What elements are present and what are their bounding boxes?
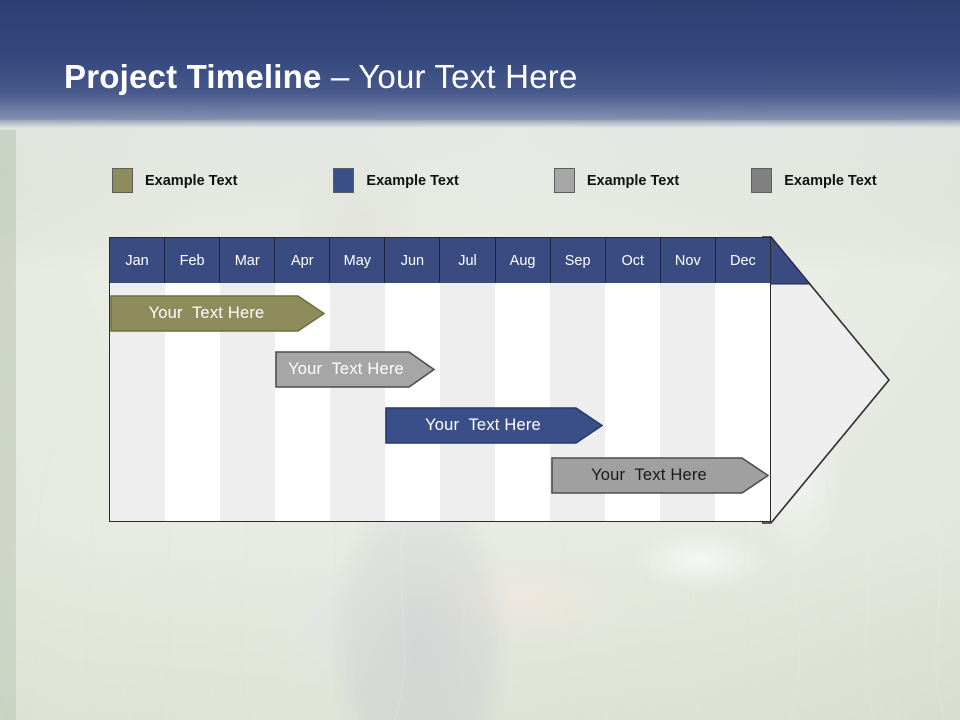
month-header-may[interactable]: May <box>330 238 386 283</box>
month-header-jan[interactable]: Jan <box>110 238 166 283</box>
page-title-light: Your Text Here <box>358 58 578 95</box>
month-header-mar[interactable]: Mar <box>220 238 276 283</box>
task-bar-4-label: Your Text Here <box>591 466 707 484</box>
legend-swatch-blue <box>333 168 355 193</box>
legend-item-1[interactable]: Example Text <box>112 168 237 193</box>
page-title-strong: Project Timeline <box>64 58 322 95</box>
grid-col-jul <box>440 283 495 521</box>
timeline-grid-body <box>110 283 770 521</box>
month-header-dec[interactable]: Dec <box>715 238 770 283</box>
legend-swatch-dark-gray <box>751 168 773 193</box>
legend-label-3: Example Text <box>586 172 680 189</box>
grid-col-may <box>330 283 385 521</box>
month-header-jul[interactable]: Jul <box>440 238 496 283</box>
task-bar-1[interactable]: Your Text Here <box>110 295 325 332</box>
legend-item-4[interactable]: Example Text <box>751 168 877 193</box>
legend-item-3[interactable]: Example Text <box>553 168 680 193</box>
task-bar-3-label: Your Text Here <box>425 416 541 434</box>
task-bar-3-shape <box>385 407 603 444</box>
month-header-aug[interactable]: Aug <box>495 238 551 283</box>
header-band <box>0 0 960 128</box>
month-header-oct[interactable]: Oct <box>605 238 661 283</box>
legend-item-2[interactable]: Example Text <box>333 168 459 193</box>
task-bar-1-shape <box>110 295 325 332</box>
month-header-jun[interactable]: Jun <box>385 238 441 283</box>
month-header-row: Jan Feb Mar Apr May Jun Jul Aug Sep Oct … <box>110 238 770 283</box>
month-header-feb[interactable]: Feb <box>165 238 221 283</box>
timeline-arrowhead <box>762 236 890 524</box>
legend-label-1: Example Text <box>145 172 238 189</box>
page-title: Project Timeline – Your Text Here <box>64 58 578 96</box>
task-bar-1-label: Your Text Here <box>148 304 265 322</box>
task-bar-2-shape <box>275 351 435 388</box>
legend-swatch-olive <box>112 168 133 193</box>
task-bar-4-shape <box>551 457 769 494</box>
task-bar-3[interactable]: Your Text Here <box>385 407 603 444</box>
month-header-sep[interactable]: Sep <box>550 238 606 283</box>
task-bar-2[interactable]: Your Text Here <box>275 351 435 388</box>
month-header-apr[interactable]: Apr <box>275 238 331 283</box>
left-edge-accent <box>0 130 16 720</box>
legend-label-4: Example Text <box>784 172 877 189</box>
task-bar-2-label: Your Text Here <box>288 360 404 378</box>
month-header-nov[interactable]: Nov <box>660 238 716 283</box>
legend-swatch-light-gray <box>553 168 575 193</box>
grid-col-jun <box>385 283 440 521</box>
page-title-separator: – <box>321 58 359 95</box>
legend-label-2: Example Text <box>366 172 459 189</box>
legend: Example Text Example Text Example Text E… <box>112 168 877 193</box>
task-bar-4[interactable]: Your Text Here <box>551 457 769 494</box>
grid-col-aug <box>495 283 550 521</box>
